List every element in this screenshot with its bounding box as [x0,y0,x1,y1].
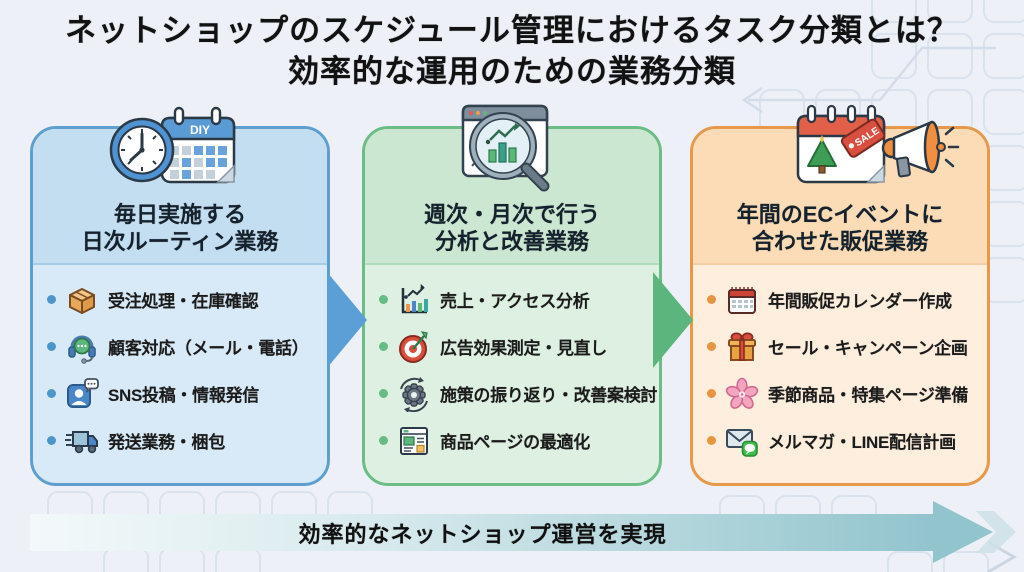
bullet-dot [379,436,388,445]
task-item: 年間販促カレンダー作成 [693,276,987,323]
delivery-truck-icon [65,430,98,453]
bullet-dot [707,342,716,351]
bullet-dot [47,342,56,351]
mail-line-icon [726,428,758,457]
task-item: 受注処理・在庫確認 [33,276,327,323]
task-label: 広告効果測定・見直し [440,339,607,358]
footer-banner-arrowhead [933,501,993,563]
bullet-dot [707,295,716,304]
card-analysis-task-list: 売上・アクセス分析 広告効果測定・見直し [365,263,659,483]
task-item: 施策の振り返り・改善案検討 [365,370,659,417]
card-daily-task-list: 受注処理・在庫確認 顧客対応（メール・電話） [33,263,327,483]
task-item: 売上・アクセス分析 [365,276,659,323]
bullet-dot [707,436,716,445]
task-label: 商品ページの最適化 [440,433,590,452]
bullet-dot [47,389,56,398]
task-label: 年間販促カレンダー作成 [768,292,952,311]
task-label: SNS投稿・情報発信 [108,386,259,405]
sakura-icon [725,377,759,409]
task-item: 広告効果測定・見直し [365,323,659,370]
footer-banner: 効率的なネットショップ運営を実現 [30,514,935,551]
task-label: 施策の振り返り・改善案検討 [440,386,658,405]
flow-arrow-blue-to-green [327,272,367,368]
headset-chat-icon [68,335,96,364]
clock-calendar-icon: DIY [109,106,236,184]
gear-cycle-icon [400,376,428,412]
task-label: 受注処理・在庫確認 [108,292,259,311]
title-line-2: 効率的な運用のための業務分類 [288,54,736,89]
task-label: 売上・アクセス分析 [440,292,590,311]
bullet-dot [47,295,56,304]
title-line-1: ネットショップのスケジュール管理におけるタスク分類とは？ [65,13,959,48]
task-label: 発送業務・梱包 [108,433,225,452]
bullet-dot [707,389,716,398]
bullet-dot [379,389,388,398]
event-calendar-megaphone-icon: SALE [796,104,960,184]
card-daily-heading-line1: 毎日実施する [113,202,246,227]
bullet-dot [379,342,388,351]
browser-magnifier-chart-icon [461,104,550,192]
bar-chart-icon [401,283,428,313]
card-daily-routine: 毎日実施する 日次ルーティン業務 受注処理・在庫確認 [30,126,330,486]
task-label: セール・キャンペーン企画 [768,339,968,358]
task-item: 季節商品・特集ページ準備 [693,370,987,417]
task-label: 季節商品・特集ページ準備 [768,386,969,405]
task-item: メルマガ・LINE配信計画 [693,417,987,464]
task-item: 商品ページの最適化 [365,417,659,464]
card-analysis-heading-line2: 分析と改善業務 [434,229,589,254]
sns-post-icon [67,377,99,408]
task-item: SNS投稿・情報発信 [33,370,327,417]
megaphone [881,120,960,178]
task-item: 発送業務・梱包 [33,417,327,464]
product-page-icon [400,426,428,455]
footer-banner-label: 効率的なネットショップ運営を実現 [298,521,667,547]
card-daily-heading-line2: 日次ルーティン業務 [81,229,279,254]
gift-box-icon [728,332,756,361]
bullet-dot [379,295,388,304]
flow-arrow-green-to-orange [653,272,693,368]
page-title: ネットショップのスケジュール管理におけるタスク分類とは？ 効率的な運用のための業… [0,10,1024,92]
card-promotion-heading-line2: 合わせた販促業務 [751,229,928,254]
package-box-icon [69,287,95,314]
target-dart-icon [399,330,428,363]
promo-calendar-icon [728,286,756,314]
task-item: セール・キャンペーン企画 [693,323,987,370]
bullet-dot [47,436,56,445]
card-analysis-improvement: 週次・月次で行う 分析と改善業務 売上・アクセス分析 [362,126,662,486]
task-label: メルマガ・LINE配信計画 [768,433,956,452]
card-analysis-heading-line1: 週次・月次で行う [423,202,600,227]
task-label: 顧客対応（メール・電話） [108,339,309,358]
task-item: 顧客対応（メール・電話） [33,323,327,370]
card-promotion-task-list: 年間販促カレンダー作成 セール・キャンペーン企画 [693,263,987,483]
calendar-diy-label: DIY [190,123,210,137]
card-promotion-heading-line1: 年間のECイベントに [736,202,944,227]
